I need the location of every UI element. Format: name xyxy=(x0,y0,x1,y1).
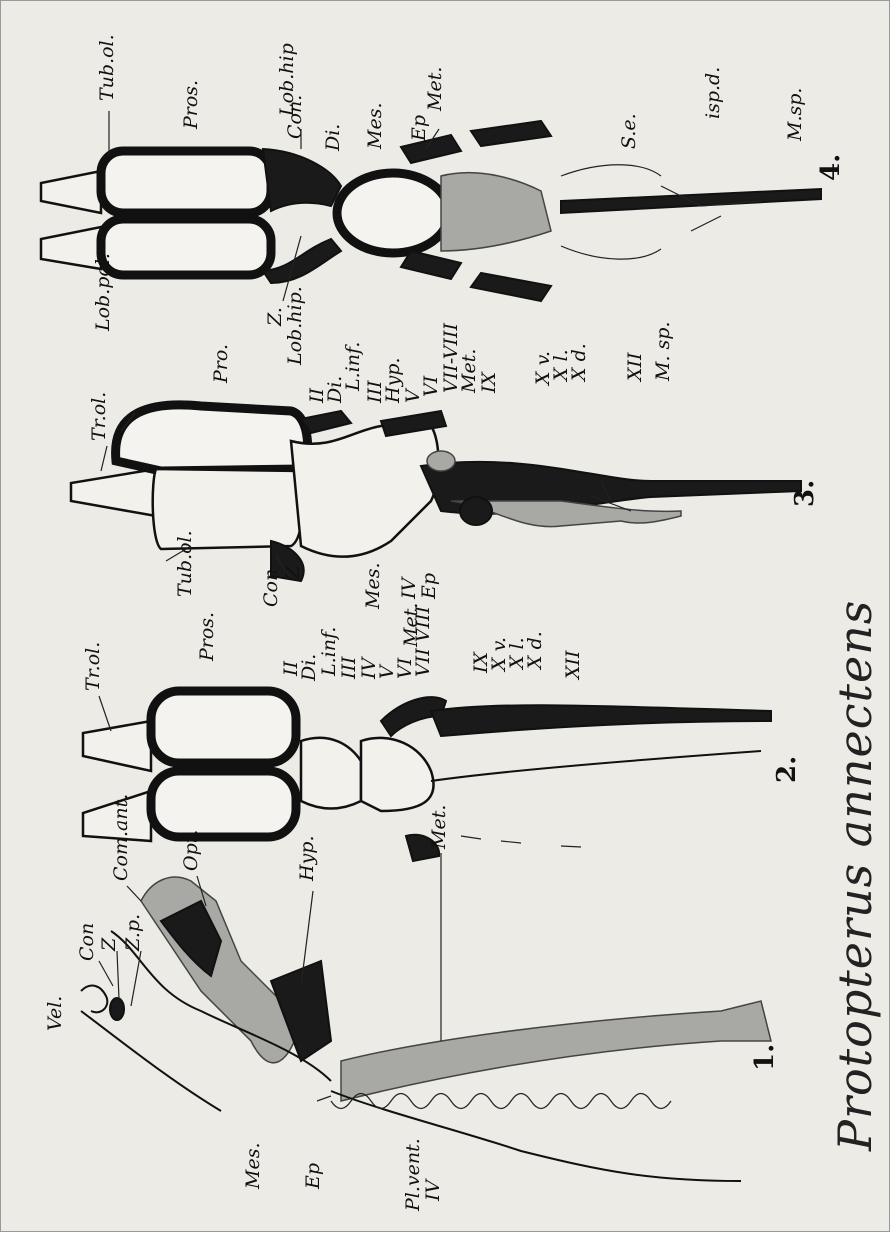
svg-text:Com.ant.: Com.ant. xyxy=(110,794,132,881)
svg-text:Pros.: Pros. xyxy=(180,80,202,130)
svg-text:Hyp.: Hyp. xyxy=(382,357,404,404)
svg-text:Con.: Con. xyxy=(284,95,306,139)
svg-text:2.: 2. xyxy=(772,756,802,783)
figure-4-brain xyxy=(41,121,821,301)
svg-text:IV: IV xyxy=(422,1177,444,1202)
svg-text:X d.: X d. xyxy=(524,631,546,671)
svg-text:Hyp.: Hyp. xyxy=(296,835,318,882)
svg-text:M. sp.: M. sp. xyxy=(652,322,674,383)
svg-text:Mes.: Mes. xyxy=(364,103,386,151)
svg-text:III: III xyxy=(338,656,360,680)
plate-title: Protopterus annectens xyxy=(828,600,882,1152)
svg-text:IX: IX xyxy=(478,370,500,394)
svg-text:Tub.ol.: Tub.ol. xyxy=(174,530,196,597)
plate-title-group: Protopterus annectens xyxy=(828,600,882,1152)
svg-text:S.e.: S.e. xyxy=(618,113,640,149)
svg-text:Z: Z xyxy=(282,565,304,580)
svg-text:isp.d.: isp.d. xyxy=(702,67,724,119)
svg-text:Ep: Ep xyxy=(418,573,440,600)
svg-text:Vel.: Vel. xyxy=(44,996,66,1031)
svg-text:Lob.hip.: Lob.hip. xyxy=(284,286,306,366)
svg-text:Pro.: Pro. xyxy=(210,344,232,384)
svg-text:Mes.: Mes. xyxy=(362,563,384,611)
svg-text:Lob.pol.: Lob.pol. xyxy=(92,253,114,332)
svg-text:L.inf.: L.inf. xyxy=(318,627,340,677)
svg-text:Ep: Ep xyxy=(408,115,430,142)
svg-text:Con: Con xyxy=(76,923,98,961)
svg-text:XII: XII xyxy=(624,352,646,383)
svg-text:Tr.ol.: Tr.ol. xyxy=(88,392,110,441)
svg-text:Met.: Met. xyxy=(428,805,450,850)
svg-text:Opt.: Opt. xyxy=(180,830,202,871)
svg-text:L.inf.: L.inf. xyxy=(342,342,364,392)
svg-text:Z.: Z. xyxy=(264,307,286,327)
svg-text:Mes.: Mes. xyxy=(242,1143,264,1191)
svg-text:1.: 1. xyxy=(750,1044,780,1071)
svg-text:Tr.ol.: Tr.ol. xyxy=(82,642,104,691)
figure-1-brain xyxy=(81,877,771,1181)
svg-text:Di.: Di. xyxy=(322,124,344,152)
svg-text:Tub.ol.: Tub.ol. xyxy=(96,34,118,101)
svg-text:IV: IV xyxy=(398,575,420,600)
svg-text:Met.: Met. xyxy=(458,349,480,394)
svg-text:Di.: Di. xyxy=(298,654,320,682)
svg-text:XII: XII xyxy=(562,650,584,681)
svg-text:M.sp.: M.sp. xyxy=(784,88,806,142)
svg-text:Con: Con xyxy=(260,569,282,607)
svg-text:X d.: X d. xyxy=(568,343,590,383)
svg-text:Ep: Ep xyxy=(302,1163,324,1190)
svg-text:Pl.vent.: Pl.vent. xyxy=(402,1138,424,1212)
svg-text:Met.: Met. xyxy=(400,603,422,648)
svg-text:4.: 4. xyxy=(816,154,846,181)
svg-text:VI: VI xyxy=(420,375,442,397)
svg-text:Pros.: Pros. xyxy=(196,612,218,662)
svg-text:Z.p.: Z.p. xyxy=(122,914,144,952)
svg-text:Met.: Met. xyxy=(424,67,446,112)
svg-text:3.: 3. xyxy=(790,480,820,507)
svg-text:Z: Z xyxy=(98,937,120,952)
